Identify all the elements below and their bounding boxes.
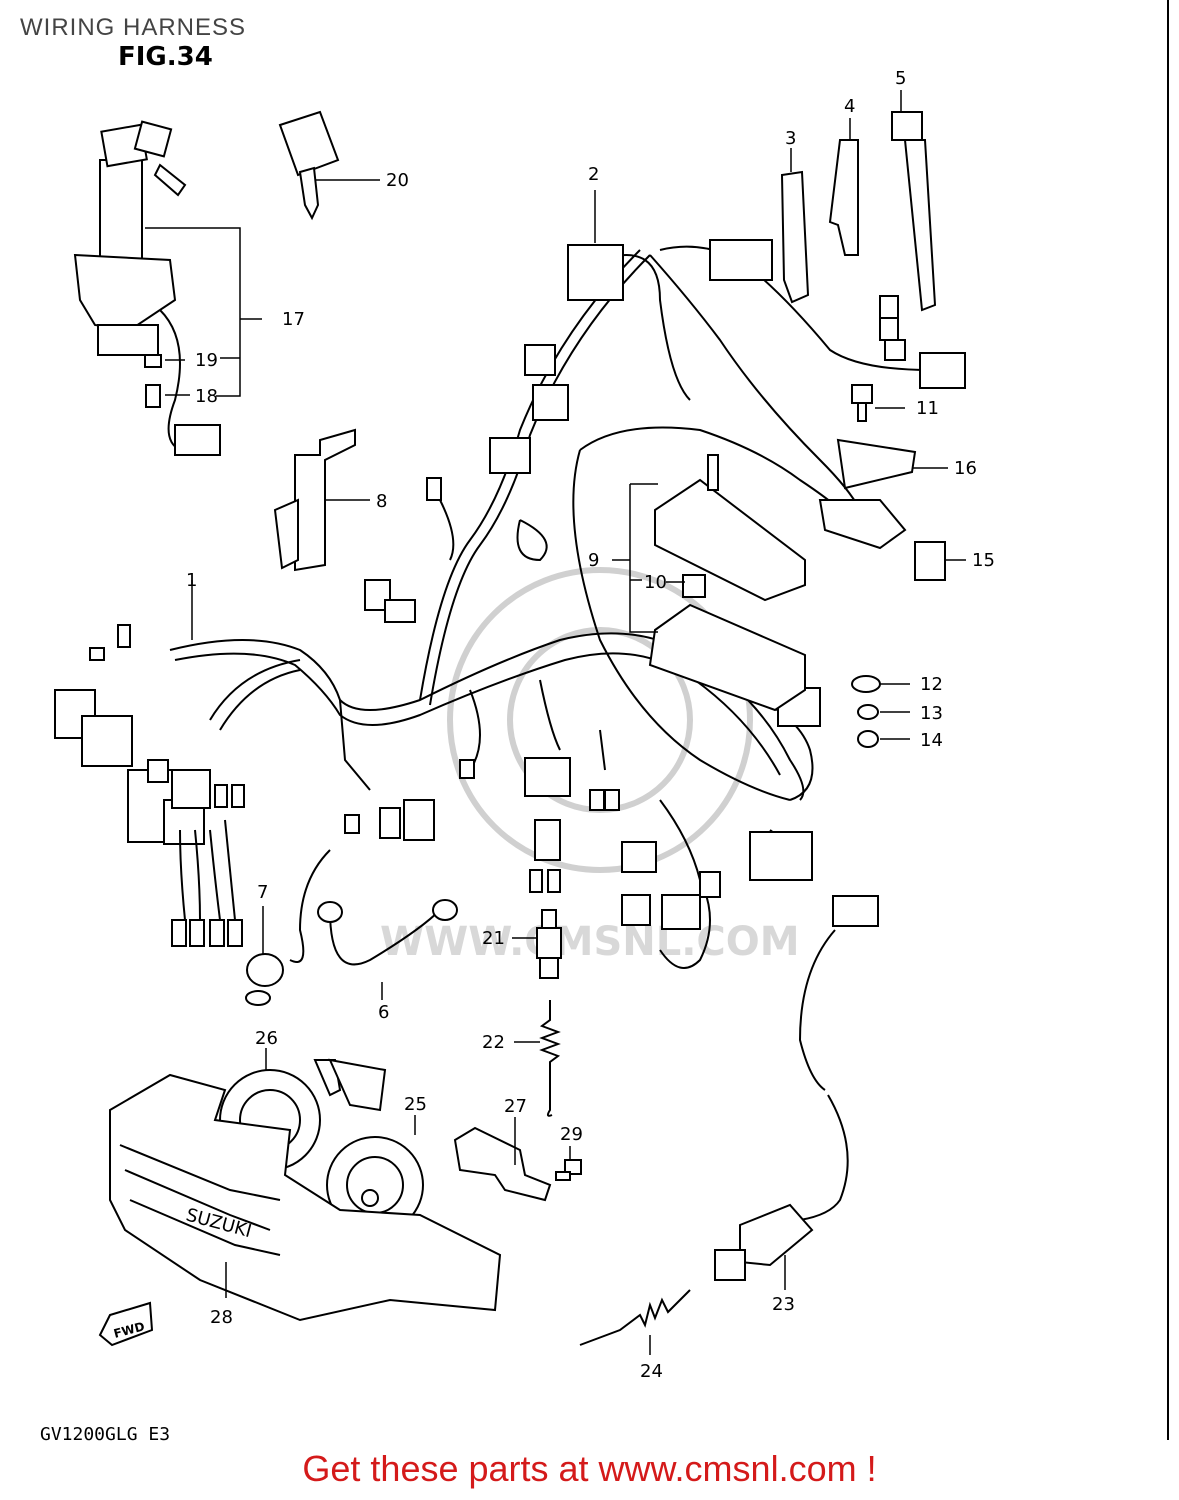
callout-13: 13 (920, 703, 943, 724)
callout-4: 4 (844, 96, 855, 117)
cable-23 (714, 895, 879, 1290)
ground-lead-6 (289, 849, 458, 1000)
callout-28: 28 (210, 1307, 233, 1328)
callout-23: 23 (772, 1294, 795, 1315)
ignition-switch[interactable] (73, 120, 262, 456)
ground-strap-4 (828, 118, 859, 256)
callout-7: 7 (257, 882, 268, 903)
harness-connector-top (709, 239, 773, 281)
terminal-a (879, 295, 899, 319)
switch-21 (512, 909, 562, 979)
callout-2: 2 (588, 164, 599, 185)
relay-box (612, 454, 806, 712)
washers (851, 675, 910, 748)
callout-29: 29 (560, 1124, 583, 1145)
fwd-arrow-icon: FWD (98, 1301, 154, 1347)
callout-20: 20 (386, 170, 409, 191)
model-code: GV1200GLG E3 (40, 1424, 171, 1445)
callout-1: 1 (186, 570, 197, 591)
ground-strap-3 (780, 148, 810, 304)
callout-21: 21 (482, 928, 505, 949)
callout-5: 5 (895, 68, 906, 89)
bracket-27 (453, 1117, 552, 1202)
callout-14: 14 (920, 730, 943, 751)
callouts: 1 2 3 4 5 6 7 8 9 10 11 12 13 14 15 16 1… (186, 68, 995, 1382)
callout-6: 6 (378, 1002, 389, 1023)
key (278, 110, 380, 221)
callout-8: 8 (376, 491, 387, 512)
bracket-16 (836, 438, 948, 490)
callout-24: 24 (640, 1361, 663, 1382)
callout-3: 3 (785, 128, 796, 149)
callout-9: 9 (588, 550, 599, 571)
harness-bracket (273, 428, 370, 572)
parts-link[interactable]: Get these parts at www.cmsnl.com ! (302, 1448, 877, 1489)
callout-25: 25 (404, 1094, 427, 1115)
spring-22 (514, 1000, 561, 1117)
spring-24 (579, 1289, 691, 1355)
connector-2 (567, 190, 624, 301)
horn-cover-28: SUZUKI (109, 1073, 502, 1322)
lead-wire-5 (891, 90, 937, 312)
terminal-c (884, 339, 906, 361)
screw-11 (851, 384, 905, 422)
callout-18: 18 (195, 386, 218, 407)
figure-label: FIG.34 (118, 42, 213, 72)
callout-27: 27 (504, 1096, 527, 1117)
main-wiring-harness (54, 245, 931, 969)
callout-16: 16 (954, 458, 977, 479)
horn-25 (326, 1058, 424, 1234)
callout-10: 10 (644, 572, 667, 593)
callout-19: 19 (195, 350, 218, 371)
callout-22: 22 (482, 1032, 505, 1053)
page-title: WIRING HARNESS (20, 14, 247, 41)
connector-15 (914, 541, 966, 581)
callout-26: 26 (255, 1028, 278, 1049)
callout-11: 11 (916, 398, 939, 419)
callout-12: 12 (920, 674, 943, 695)
callout-17: 17 (282, 309, 305, 330)
connector-right (919, 352, 966, 389)
sensor-7 (245, 906, 284, 1006)
callout-15: 15 (972, 550, 995, 571)
watermark-text: WWW.CMSNL.COM (380, 919, 800, 965)
bolt-29 (555, 1146, 582, 1181)
connector-holder (818, 499, 907, 550)
terminal-b (879, 317, 899, 341)
